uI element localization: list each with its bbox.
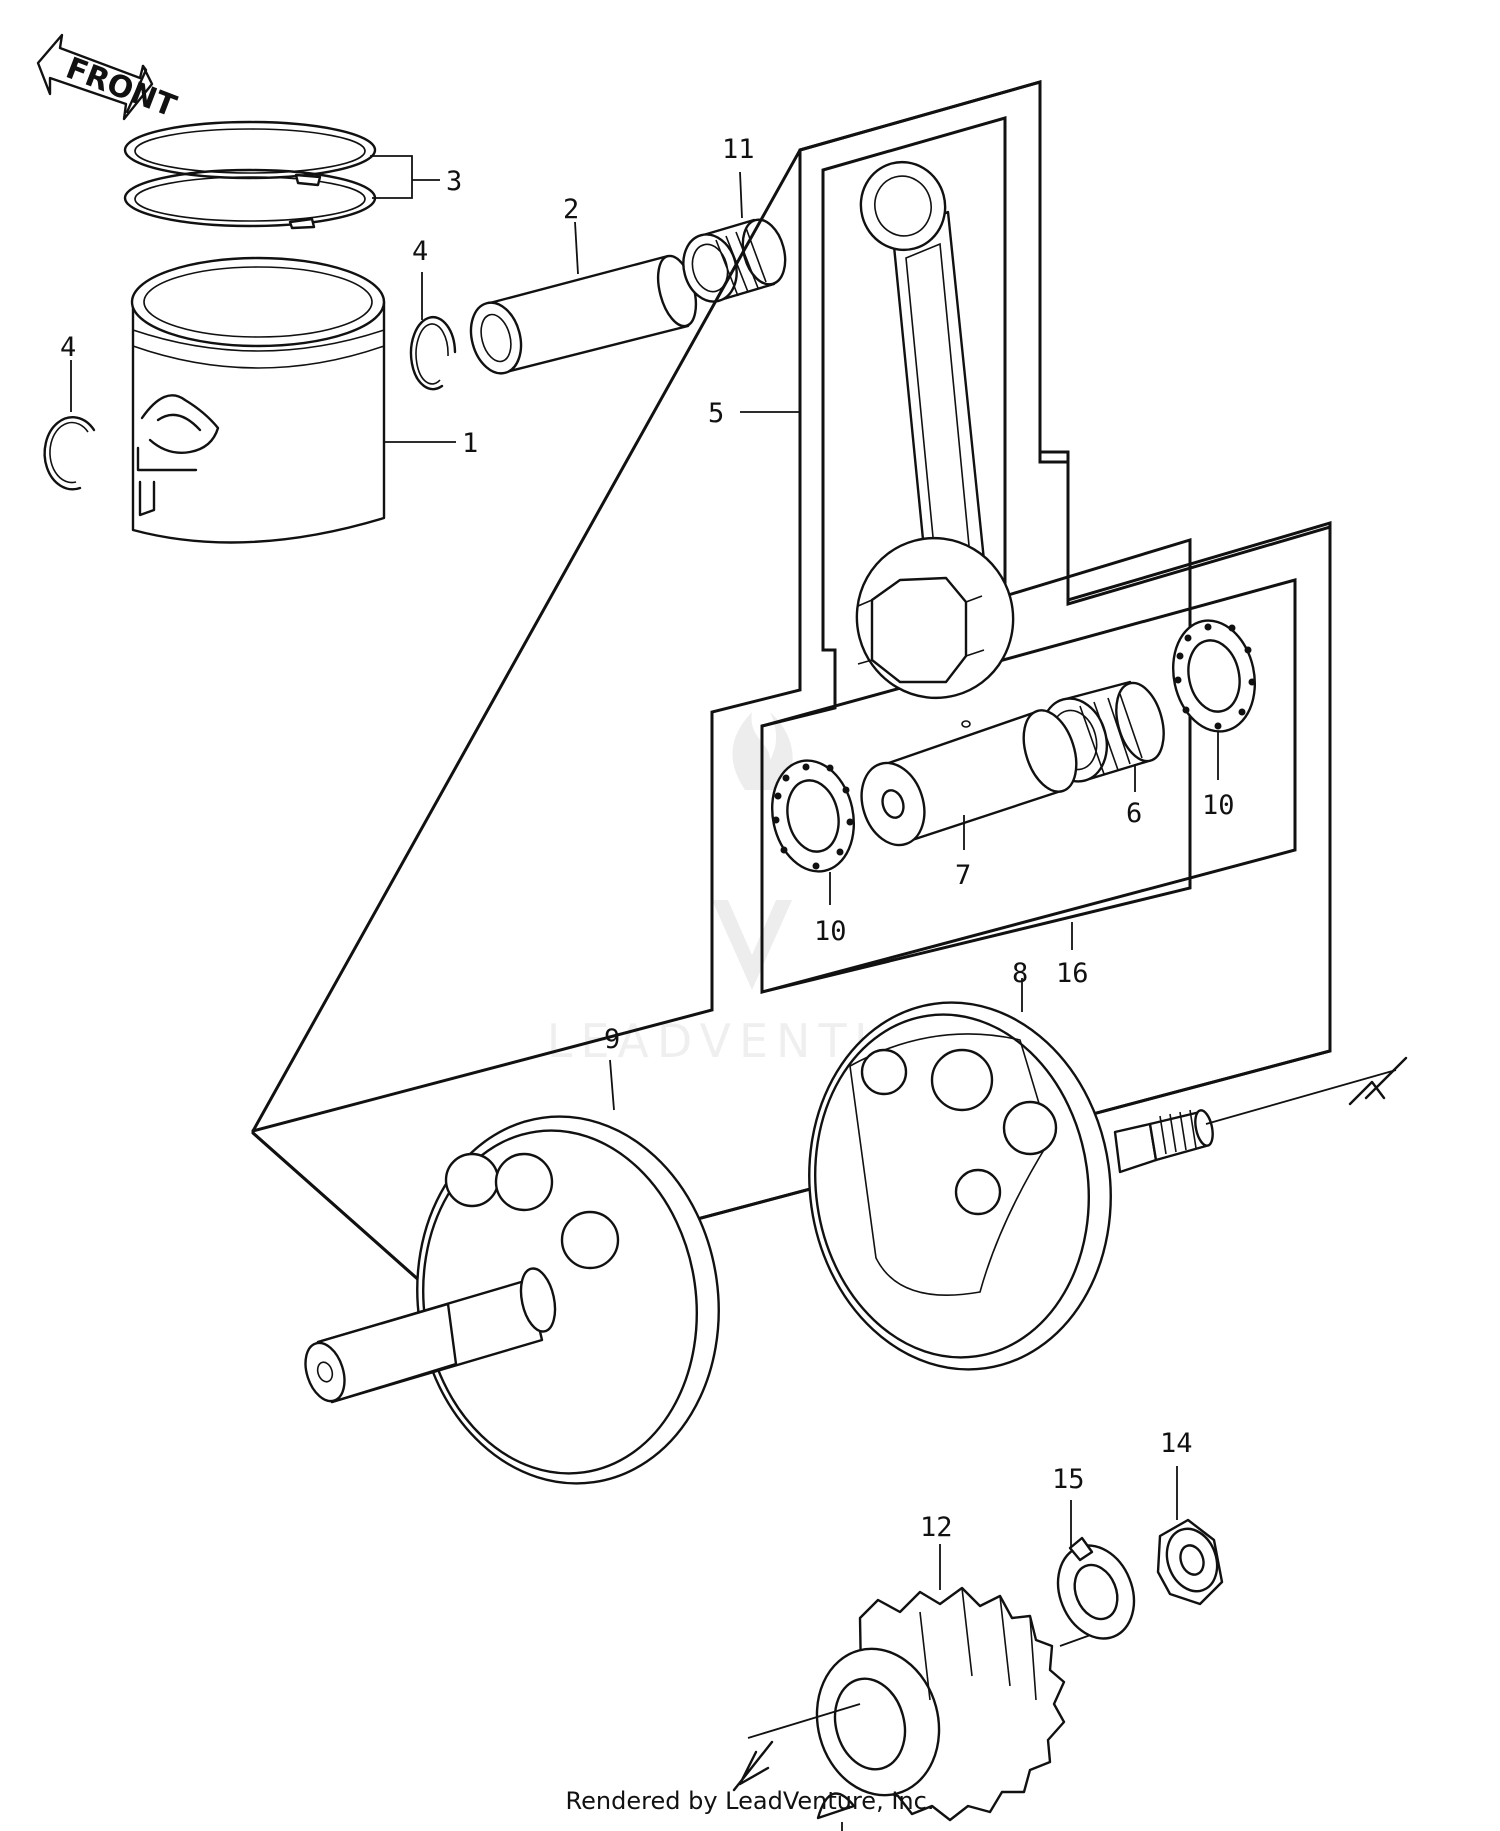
flange-nut	[1156, 1518, 1224, 1606]
leader-9	[609, 1059, 615, 1111]
big-end-kit-frame	[760, 578, 1297, 994]
axis-arrow-left-icon	[732, 1740, 774, 1792]
crank-flywheel-right	[808, 1001, 1214, 1371]
callout-3: 3	[446, 166, 462, 197]
watermark-logo	[712, 712, 793, 990]
callout-11: 11	[722, 134, 755, 165]
callout-5: 5	[708, 398, 724, 429]
callout-7: 7	[955, 860, 971, 891]
footer-credit: Rendered by LeadVenture, Inc.	[565, 1787, 935, 1815]
piston-pin	[469, 254, 698, 375]
piston	[130, 256, 386, 544]
callout-4b: 4	[60, 332, 76, 363]
piston-rings	[123, 120, 377, 230]
woodruff-key	[816, 1792, 856, 1820]
crank-flywheel-left	[304, 1115, 720, 1485]
callout-8: 8	[1012, 958, 1028, 989]
callout-6: 6	[1126, 798, 1142, 829]
callout-14: 14	[1160, 1428, 1193, 1459]
callout-10a: 10	[814, 916, 847, 947]
drive-gear	[815, 1586, 1066, 1822]
crank-pin	[860, 709, 1078, 847]
axis-line-right	[1205, 1069, 1397, 1125]
connecting-rod	[855, 160, 1015, 700]
circlip-right	[409, 315, 457, 391]
axis-arrow-right-icon	[1348, 1056, 1408, 1106]
callout-9: 9	[604, 1024, 620, 1055]
callout-16: 16	[1056, 958, 1089, 989]
thrust-washer-left	[770, 759, 856, 873]
callout-15: 15	[1052, 1464, 1085, 1495]
leader-2	[574, 221, 579, 275]
leader-11	[739, 171, 743, 219]
callout-2: 2	[563, 194, 579, 225]
front-label: FRONT	[61, 51, 181, 125]
circlip-left	[43, 416, 96, 491]
callout-10b: 10	[1202, 790, 1235, 821]
callout-12: 12	[920, 1512, 953, 1543]
lock-washer	[1056, 1536, 1136, 1640]
callout-4a: 4	[412, 236, 428, 267]
thrust-washer-right	[1171, 619, 1257, 733]
callout-1: 1	[462, 428, 478, 459]
leader-3	[370, 155, 440, 199]
front-arrow-icon: FRONT	[36, 33, 181, 125]
